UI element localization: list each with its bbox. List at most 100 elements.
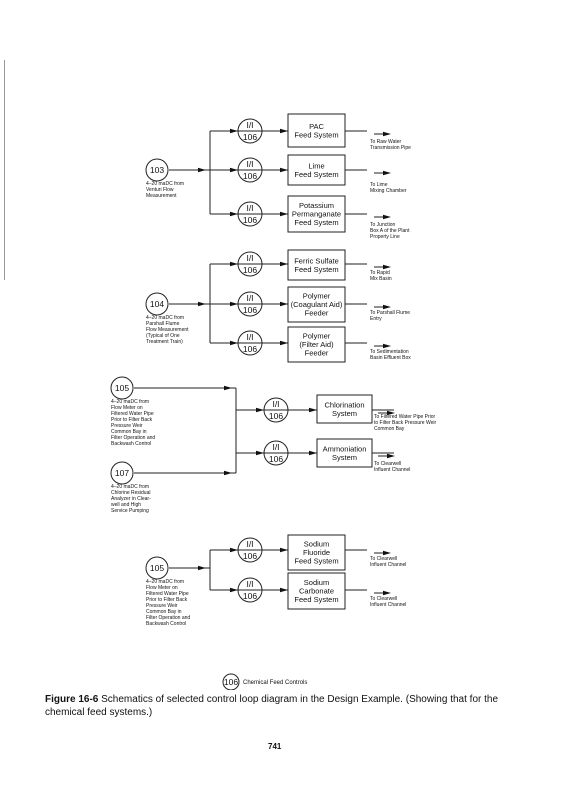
legend-tag: 106 [224,677,238,687]
destination-label: To Parshall Flume [370,310,410,316]
feed-system-label: Feed System [294,595,338,604]
destination-label: To Lime [370,182,388,188]
source-description: Venturi Flow [146,187,174,193]
destination-label: Property Line [370,234,400,240]
arrow-icon [256,407,264,413]
destination-label: Influent Channel [370,602,406,608]
feed-system-box [287,113,346,148]
converter-tag: 106 [243,305,257,315]
source-description: Flow Meter on [111,405,143,411]
caption-text: Schematics of selected control loop diag… [45,694,499,718]
source-description: (Typical of One [146,333,180,339]
destination-label: To Clearwell [374,461,401,467]
arrow-icon [383,550,391,556]
feed-system-label: Ferric Sulfate [294,256,339,265]
feed-system-label: Sodium [304,540,329,549]
arrow-icon [383,343,391,349]
feed-system-label: Lime [308,161,324,170]
converter-function: I/I [246,293,253,303]
source-description: Common Bay in [111,429,147,435]
source-description: Filter Operation and [146,615,190,621]
figure-caption: Figure 16-6 Schematics of selected contr… [45,693,535,719]
arrow-icon [198,301,206,307]
source-description: Filtered Water Pipe [146,591,189,597]
converter-function: I/I [246,332,253,342]
converter-tag: 106 [243,215,257,225]
feed-system-label: Feed System [294,265,338,274]
source-description: well and High [111,502,141,508]
arrow-icon [230,261,238,267]
source-description: Pressure Weir [146,603,178,609]
page-number: 741 [268,742,282,751]
converter-tag: 106 [269,411,283,421]
feed-system-label: Sodium [304,578,329,587]
converter-function: I/I [246,253,253,263]
feed-system-box [287,534,346,571]
source-description: Treatment Train) [146,339,183,345]
arrow-icon [280,587,288,593]
feed-system-label: Feed System [294,130,338,139]
arrow-icon [387,453,395,459]
converter-tag: 106 [243,265,257,275]
source-instrument-tag: 104 [150,299,164,309]
source-description: Service Pumping [111,508,149,514]
destination-label: To Rapid [370,270,390,276]
destination-label: Mix Basin [370,276,392,282]
arrow-icon [280,547,288,553]
destination-label: Mixing Chamber [370,188,407,194]
converter-function: I/I [246,579,253,589]
feed-system-label: (Filter Aid) [299,340,334,349]
source-description: Filtered Water Pipe [111,411,154,417]
source-description: 4–20 maDC from [146,315,184,321]
destination-label: To Clearwell [370,556,397,562]
source-instrument-icon [145,292,169,316]
arrow-icon [383,264,391,270]
source-description: 4–20 maDC from [111,484,149,490]
source-description: Pressure Weir [111,423,143,429]
source-description: 4–20 maDC from [146,181,184,187]
feed-system-label: PAC [309,122,324,131]
converter-function: I/I [246,159,253,169]
feed-system-box [287,154,346,186]
legend-label: Chemical Feed Controls [243,680,307,686]
converter-tag: 106 [243,591,257,601]
arrow-icon [280,340,288,346]
converter-tag: 106 [269,454,283,464]
figure-number: Figure 16-6 [45,694,99,705]
feed-system-label: Feed System [294,218,338,227]
source-description: Prior to Filter Back [146,597,188,603]
feed-system-label: System [332,453,357,462]
converter-tag: 106 [243,132,257,142]
arrow-icon [224,385,232,391]
feed-system-label: Feeder [305,309,329,318]
arrow-icon [383,170,391,176]
destination-label: Box A of the Plant [370,228,410,234]
feed-system-label: System [332,409,357,418]
arrow-icon [230,211,238,217]
source-description: Flow Meter on [146,585,178,591]
arrow-icon [383,214,391,220]
source-description: 4–20 maDC from [146,579,184,585]
arrow-icon [280,167,288,173]
destination-label: Entry [370,316,382,322]
feed-system-label: Permanganate [292,210,341,219]
arrow-icon [387,410,395,416]
arrow-icon [198,167,206,173]
source-instrument-tag: 105 [115,383,129,393]
source-description: Backwash Control [146,621,186,627]
feed-system-box [287,326,346,363]
source-description: Flow Measurement [146,327,189,333]
source-instrument-icon [145,158,169,182]
converter-function: I/I [246,120,253,130]
arrow-icon [280,211,288,217]
arrow-icon [230,340,238,346]
converter-function: I/I [246,203,253,213]
feed-system-label: Polymer [303,292,331,301]
converter-function: I/I [272,442,279,452]
arrow-icon [383,131,391,137]
feed-system-box [316,394,373,424]
destination-label: Transmission Pipe [370,145,411,151]
arrow-icon [230,547,238,553]
converter-tag: 106 [243,551,257,561]
arrow-icon [256,450,264,456]
